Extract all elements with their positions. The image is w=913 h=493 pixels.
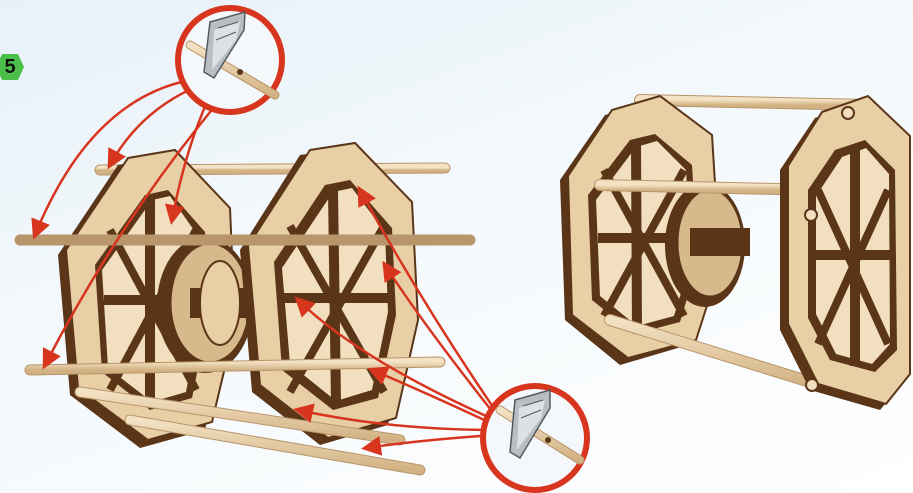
dowel-rod [640,100,870,105]
center-hub [157,237,253,373]
step-badge: 5 [0,52,24,82]
step-number: 5 [0,52,24,82]
knife-callout-bottom [483,386,587,490]
frame-with-excess-dowels [20,143,470,470]
end-panel-right [780,96,910,410]
frame-trimmed [560,96,910,410]
end-panel-right [240,143,418,445]
center-hub [665,183,750,307]
knife-callout-top [178,8,282,112]
